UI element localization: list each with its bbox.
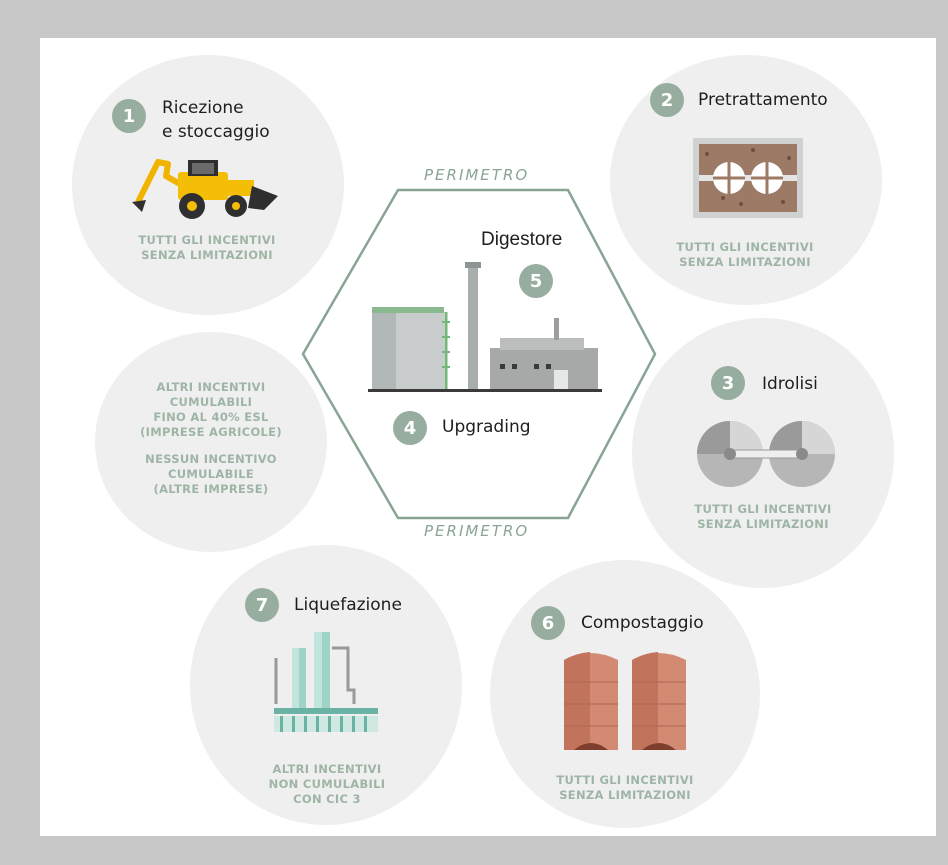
step-3-title: Idrolisi	[762, 374, 818, 394]
side-note-block2-line2: CUMULABILE	[167, 467, 254, 481]
step-7-note-line3: CON CIC 3	[293, 792, 361, 806]
step-4-number-badge: 4	[393, 411, 427, 445]
step-1-number-badge: 1	[112, 99, 146, 133]
side-note-block2-line3: (ALTRE IMPRESE)	[153, 482, 269, 496]
step-2-number-badge: 2	[650, 83, 684, 117]
liquefaction-plant-icon	[274, 632, 378, 732]
step-5-title: Digestore	[481, 229, 563, 250]
step-5-number-badge: 5	[519, 264, 553, 298]
side-note-block1-line4: (IMPRESE AGRICOLE)	[140, 425, 282, 439]
step-6-title: Compostaggio	[581, 613, 704, 633]
step-7-title: Liquefazione	[294, 595, 402, 615]
step-2-note: TUTTI GLI INCENTIVI SENZA LIMITAZIONI	[650, 240, 840, 270]
step-2-title: Pretrattamento	[698, 90, 828, 110]
step-1-note-line1: TUTTI GLI INCENTIVI	[138, 233, 276, 247]
step-1-note: TUTTI GLI INCENTIVI SENZA LIMITAZIONI	[112, 233, 302, 263]
side-note-block1-line3: FINO AL 40% ESL	[153, 410, 269, 424]
backhoe-loader-icon	[132, 159, 278, 219]
shredder-icon	[693, 138, 803, 218]
step-7-note-line2: NON CUMULABILI	[268, 777, 386, 791]
step-2-note-line2: SENZA LIMITAZIONI	[679, 255, 811, 269]
step-6-note: TUTTI GLI INCENTIVI SENZA LIMITAZIONI	[530, 773, 720, 803]
side-note-block2-line1: NESSUN INCENTIVO	[145, 452, 277, 466]
step-2-note-line1: TUTTI GLI INCENTIVI	[676, 240, 814, 254]
step-7-number-badge: 7	[245, 588, 279, 622]
step-6-number-badge: 6	[531, 606, 565, 640]
step-4-title: Upgrading	[442, 417, 531, 437]
step-6-note-line1: TUTTI GLI INCENTIVI	[556, 773, 694, 787]
step-1-title: Ricezione e stoccaggio	[162, 96, 270, 144]
compost-silo-icon	[564, 652, 686, 750]
step-1-note-line2: SENZA LIMITAZIONI	[141, 248, 273, 262]
side-note-block1-line2: CUMULABILI	[169, 395, 253, 409]
step-7-note-line1: ALTRI INCENTIVI	[272, 762, 382, 776]
step-6-note-line2: SENZA LIMITAZIONI	[559, 788, 691, 802]
step-1-title-line2: e stoccaggio	[162, 122, 270, 142]
step-3-note: TUTTI GLI INCENTIVI SENZA LIMITAZIONI	[668, 502, 858, 532]
perimeter-label-top: PERIMETRO	[424, 166, 530, 184]
step-1-title-line1: Ricezione	[162, 98, 244, 118]
side-note-circle	[95, 332, 327, 552]
step-3-number-badge: 3	[711, 366, 745, 400]
digester-plant-icon	[368, 262, 602, 392]
perimeter-label-bottom: PERIMETRO	[424, 522, 530, 540]
step-3-note-line1: TUTTI GLI INCENTIVI	[694, 502, 832, 516]
side-note: ALTRI INCENTIVI CUMULABILI FINO AL 40% E…	[116, 380, 306, 497]
step-3-note-line2: SENZA LIMITAZIONI	[697, 517, 829, 531]
side-note-block1-line1: ALTRI INCENTIVI	[156, 380, 266, 394]
step-6-circle	[490, 560, 760, 828]
step-7-note: ALTRI INCENTIVI NON CUMULABILI CON CIC 3	[232, 762, 422, 807]
hydrolysis-icon	[697, 421, 835, 487]
